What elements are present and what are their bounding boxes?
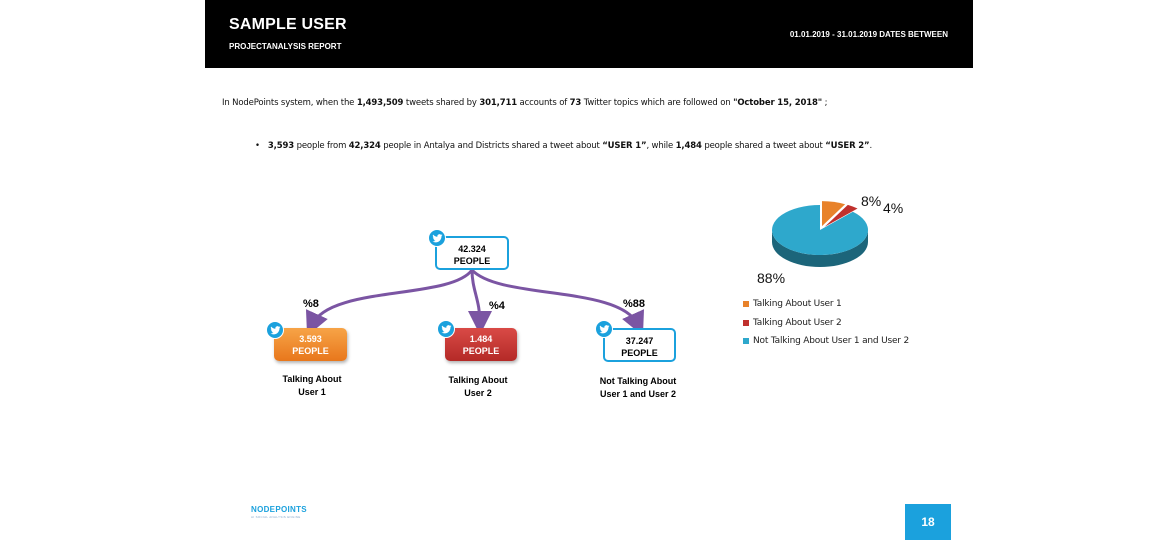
legend-swatch-user1 <box>743 301 749 308</box>
percent-others: %88 <box>623 298 646 310</box>
report-title: SAMPLE USER <box>229 16 347 33</box>
pie-label-user2: 4% <box>883 200 904 216</box>
legend-label: Talking About User 1 <box>753 299 842 310</box>
others-node-unit: PEOPLE <box>621 348 658 358</box>
legend-swatch-user2 <box>743 319 749 326</box>
user1-node-count: 3.593 <box>299 334 322 344</box>
intro-text: In NodePoints system, when the <box>222 98 357 108</box>
intro-text: accounts of <box>517 98 570 108</box>
twitter-icon <box>595 320 613 338</box>
percent-user1: %8 <box>303 298 319 310</box>
root-count: 42.324 <box>458 244 486 254</box>
pie-label-user1: 8% <box>861 193 882 209</box>
percent-user2: %4 <box>489 300 505 312</box>
legend-item: Talking About User 2 <box>743 314 909 333</box>
bullet-item: • 3,593 people from 42,324 people in Anta… <box>255 141 872 151</box>
user2-node: 1.484 PEOPLE <box>445 328 517 361</box>
bullet-text: people from <box>294 141 349 151</box>
date-range: 01.01.2019 - 31.01.2019 DATES BETWEEN <box>789 30 948 39</box>
caption-line: User 1 and User 2 <box>599 389 677 399</box>
twitter-icon <box>266 321 284 339</box>
nodepoints-logo: NODEPOINTS AI SOCIAL ANALYSIS ENGINE <box>251 505 307 519</box>
arrow-to-others <box>470 268 644 336</box>
bullet-text: , while <box>646 141 676 151</box>
caption-line: User 1 <box>298 387 326 397</box>
intro-paragraph: In NodePoints system, when the 1,493,509… <box>222 98 828 108</box>
legend-label: Talking About User 2 <box>753 317 842 328</box>
bullet-text: . <box>869 141 873 151</box>
user2-count: 1,484 <box>675 141 702 151</box>
report-subtitle: PROJECTANALYSIS REPORT <box>229 42 342 51</box>
legend-swatch-others <box>743 338 749 345</box>
others-caption: Not Talking About User 1 and User 2 <box>583 375 693 401</box>
total-count: 42,324 <box>348 141 381 151</box>
follow-date: "October 15, 2018" <box>733 98 823 108</box>
user2-node-unit: PEOPLE <box>462 346 500 356</box>
twitter-icon <box>428 229 446 247</box>
intro-text: ; <box>822 98 828 108</box>
pie-legend: Talking About User 1 Talking About User … <box>743 295 909 351</box>
caption-line: Talking About <box>448 375 508 385</box>
others-node-count: 37.247 <box>625 336 654 346</box>
pie-slice-user1 <box>821 201 846 227</box>
pie-slice-others-side <box>772 230 868 267</box>
logo-name: NODEPOINTS <box>251 505 307 514</box>
user1-caption: Talking About User 1 <box>257 373 367 399</box>
legend-item: Talking About User 1 <box>743 295 909 314</box>
bullet-text: people shared a tweet about <box>701 141 826 151</box>
arrow-to-user1 <box>306 269 474 336</box>
page-number: 18 <box>905 504 951 540</box>
user2-caption: Talking About User 2 <box>423 374 533 400</box>
pie-slice-others <box>772 205 868 255</box>
pie-slice-user2 <box>824 204 858 227</box>
user2-node-count: 1.484 <box>469 334 493 344</box>
pie-label-others: 88% <box>757 270 786 286</box>
pie-chart <box>772 201 868 267</box>
logo-tagline: AI SOCIAL ANALYSIS ENGINE <box>251 515 301 519</box>
account-count: 301,711 <box>479 98 517 108</box>
tweet-count: 1,493,509 <box>356 98 404 108</box>
legend-item: Not Talking About User 1 and User 2 <box>743 332 909 351</box>
root-node: 42.324 PEOPLE <box>435 236 509 270</box>
user1-count: 3,593 <box>267 141 295 151</box>
bullet-dot: • <box>255 141 260 151</box>
caption-line: Talking About <box>282 374 342 384</box>
caption-line: Not Talking About <box>599 376 677 386</box>
topic-count: 73 <box>569 98 582 108</box>
user1-node: 3.593 PEOPLE <box>274 328 347 361</box>
user2-label: “USER 2” <box>825 141 870 151</box>
caption-line: User 2 <box>464 388 492 398</box>
intro-text: tweets shared by <box>403 98 480 108</box>
legend-label: Not Talking About User 1 and User 2 <box>753 336 909 347</box>
twitter-icon <box>437 320 455 338</box>
user1-label: “USER 1” <box>602 141 647 151</box>
report-header: SAMPLE USER PROJECTANALYSIS REPORT 01.01… <box>205 0 973 68</box>
intro-text: Twitter topics which are followed on <box>581 98 734 108</box>
others-node: 37.247 PEOPLE <box>603 328 676 362</box>
bullet-text: people in Antalya and Districts shared a… <box>380 141 603 151</box>
user1-node-unit: PEOPLE <box>292 346 329 356</box>
root-unit: PEOPLE <box>453 256 491 266</box>
arrow-to-user2 <box>467 269 492 335</box>
